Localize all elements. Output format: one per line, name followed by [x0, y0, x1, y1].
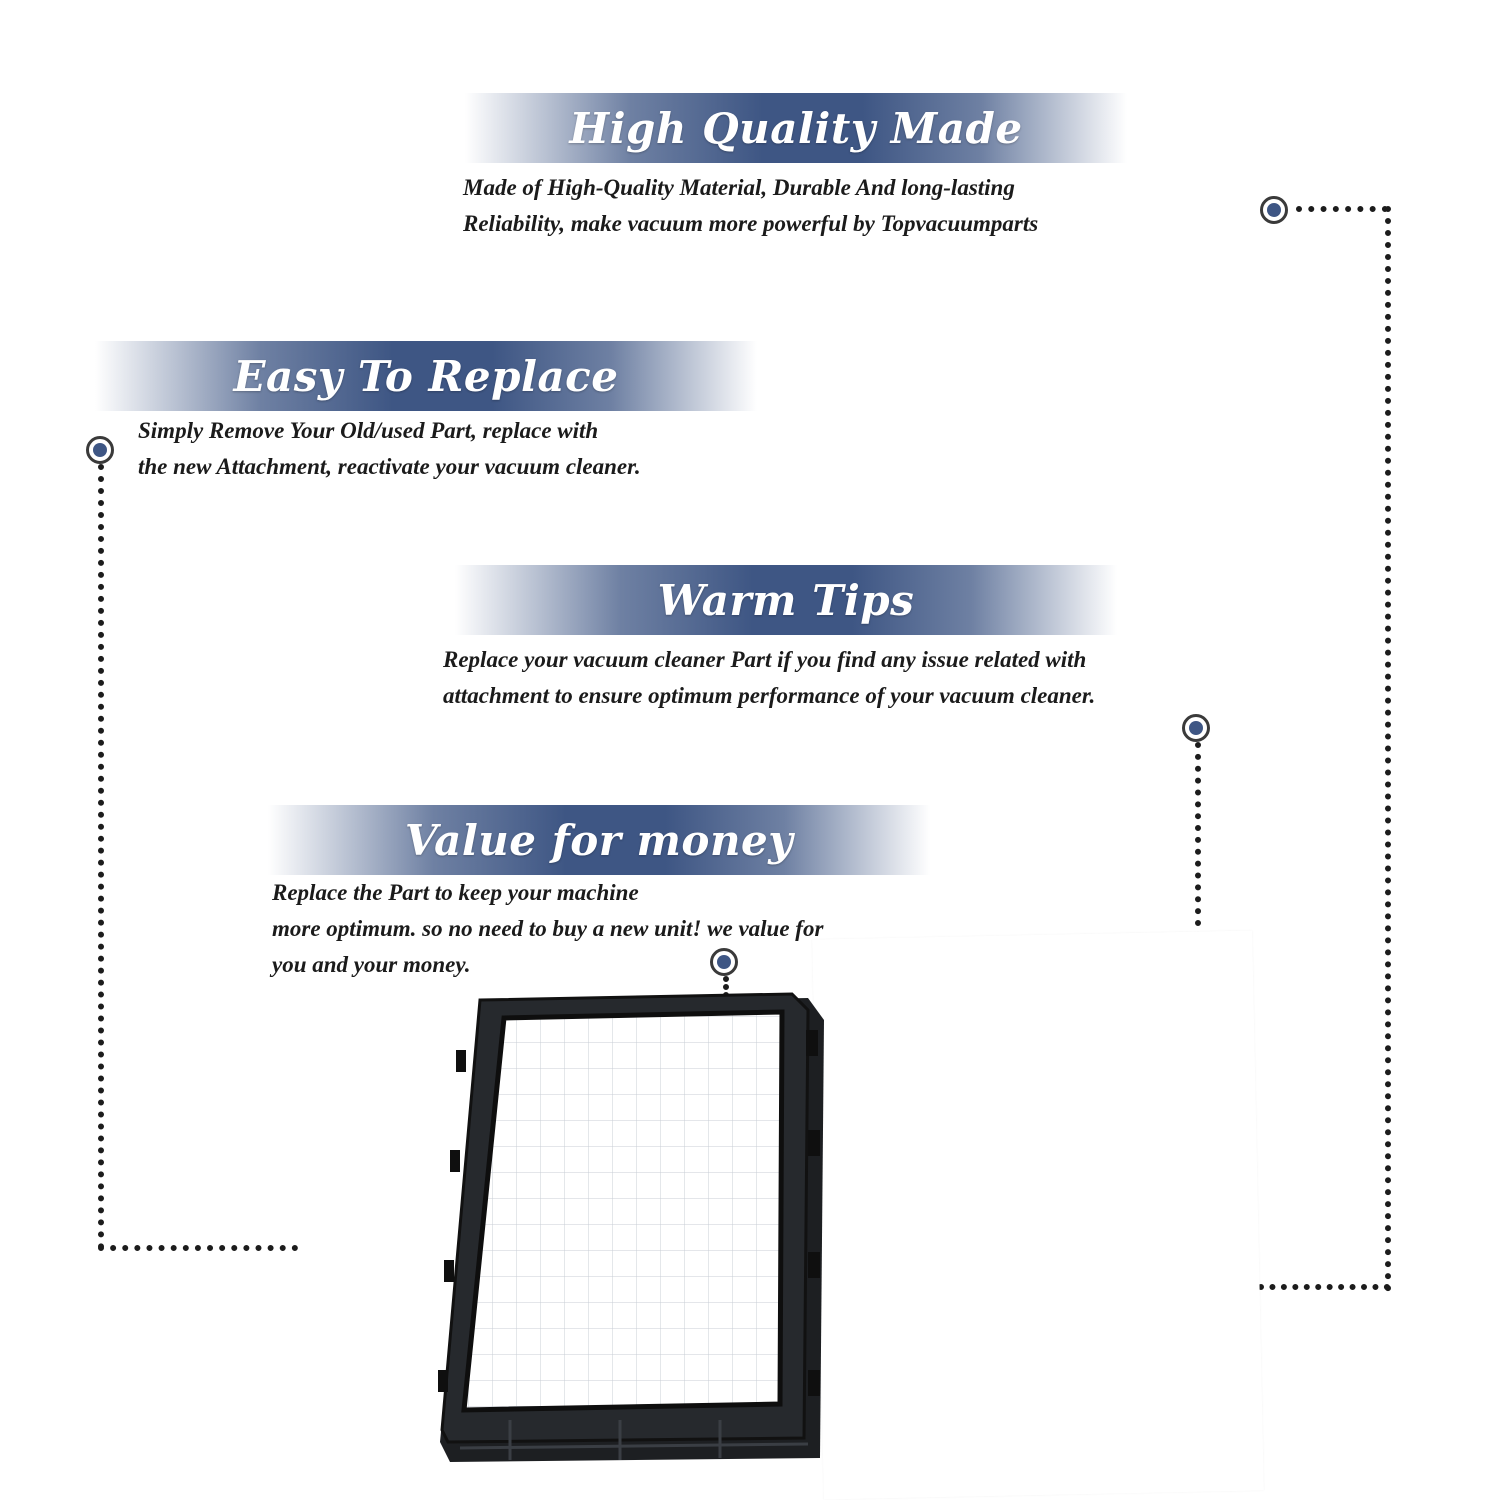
connector-warm-vertical: [1195, 742, 1201, 938]
blank-card: [812, 930, 1264, 1500]
desc-line: Simply Remove Your Old/used Part, replac…: [138, 418, 599, 443]
desc-line: the new Attachment, reactivate your vacu…: [138, 454, 641, 479]
heading-high-quality: High Quality Made: [569, 103, 1023, 153]
desc-value: Replace the Part to keep your machine mo…: [272, 875, 823, 983]
hepa-filter-icon: [438, 992, 824, 1462]
desc-line: more optimum. so no need to buy a new un…: [272, 916, 824, 941]
marker-dot: [710, 948, 738, 976]
desc-line: attachment to ensure optimum performance…: [443, 683, 1096, 708]
banner-easy-replace: Easy To Replace: [95, 341, 757, 411]
heading-value: Value for money: [404, 815, 794, 865]
marker-dot: [1260, 196, 1288, 224]
connector-value-vertical: [723, 976, 729, 998]
connector-bottom-left-horizontal: [98, 1245, 298, 1251]
heading-easy-replace: Easy To Replace: [233, 351, 619, 401]
connector-right-vertical: [1385, 206, 1391, 1292]
banner-warm-tips: Warm Tips: [455, 565, 1117, 635]
banner-value: Value for money: [268, 805, 930, 875]
connector-left-vertical: [98, 464, 104, 1250]
desc-line: Reliability, make vacuum more powerful b…: [463, 211, 1039, 236]
connector-top-horizontal: [1296, 206, 1388, 212]
desc-line: Replace your vacuum cleaner Part if you …: [443, 647, 1087, 672]
desc-line: Replace the Part to keep your machine: [272, 880, 639, 905]
desc-high-quality: Made of High-Quality Material, Durable A…: [463, 170, 1038, 242]
desc-warm-tips: Replace your vacuum cleaner Part if you …: [443, 642, 1095, 714]
desc-line: Made of High-Quality Material, Durable A…: [463, 175, 1015, 200]
heading-warm-tips: Warm Tips: [657, 575, 915, 625]
desc-line: you and your money.: [272, 952, 471, 977]
marker-dot: [1182, 714, 1210, 742]
connector-bottom-right-horizontal: [1258, 1284, 1390, 1290]
desc-easy-replace: Simply Remove Your Old/used Part, replac…: [138, 413, 641, 485]
banner-high-quality: High Quality Made: [465, 93, 1127, 163]
marker-dot: [86, 436, 114, 464]
